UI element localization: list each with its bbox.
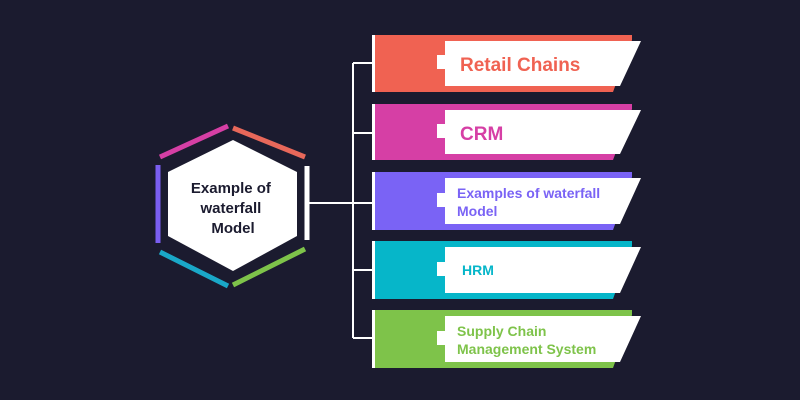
- hub-border-seg-5: [158, 123, 230, 160]
- branch-left-edge: [372, 241, 375, 299]
- branch-card-retail-chains: Retail Chains: [372, 35, 641, 92]
- branch-left-edge: [372, 310, 375, 368]
- hub-label-line-0: Example of: [191, 180, 272, 197]
- branch-label-line-0: HRM: [462, 262, 494, 278]
- hub-border-seg-2: [231, 246, 307, 288]
- branch-label-line-0: Examples of waterfall: [457, 185, 600, 201]
- branch-label-line-0: CRM: [460, 124, 503, 145]
- branch-card-hrm: HRM: [372, 241, 641, 299]
- branch-white-label: [437, 247, 641, 293]
- branch-card-supply-chain-management-system: Supply Chain Management System: [372, 310, 641, 368]
- branch-white-label: [437, 41, 641, 86]
- branch-label: HRM: [462, 262, 494, 278]
- hub-border-seg-3: [158, 249, 230, 289]
- branch-label: CRM: [460, 124, 503, 145]
- hub-label-line-2: Model: [211, 220, 254, 237]
- hub-hexagon: Example of waterfall Model: [155, 123, 310, 289]
- branch-white-label: [437, 178, 641, 224]
- hub-inner-hexagon: [168, 140, 297, 271]
- branch-card-crm: CRM: [372, 104, 641, 160]
- branch-left-edge: [372, 104, 375, 160]
- branch-card-examples-of-waterfall-model: Examples of waterfall Model: [372, 172, 641, 230]
- branch-label: Supply Chain Management System: [457, 323, 596, 357]
- hub-label-line-1: waterfall: [199, 200, 261, 217]
- branch-label-line-1: Management System: [457, 341, 596, 357]
- branch-label: Examples of waterfall Model: [457, 185, 604, 219]
- branch-left-edge: [372, 172, 375, 230]
- branch-label-line-0: Supply Chain: [457, 323, 546, 339]
- branch-list: Retail Chains CRM Examples of waterfall …: [372, 35, 641, 368]
- branch-white-label: [437, 316, 641, 362]
- hub-label: Example of waterfall Model: [191, 180, 275, 237]
- branch-label-line-0: Retail Chains: [460, 55, 580, 76]
- branch-label: Retail Chains: [460, 55, 580, 76]
- branch-white-label: [437, 110, 641, 154]
- branch-label-line-1: Model: [457, 203, 497, 219]
- hub-border-seg-0: [232, 125, 306, 160]
- branch-left-edge: [372, 35, 375, 92]
- connector-tree: [307, 62, 375, 339]
